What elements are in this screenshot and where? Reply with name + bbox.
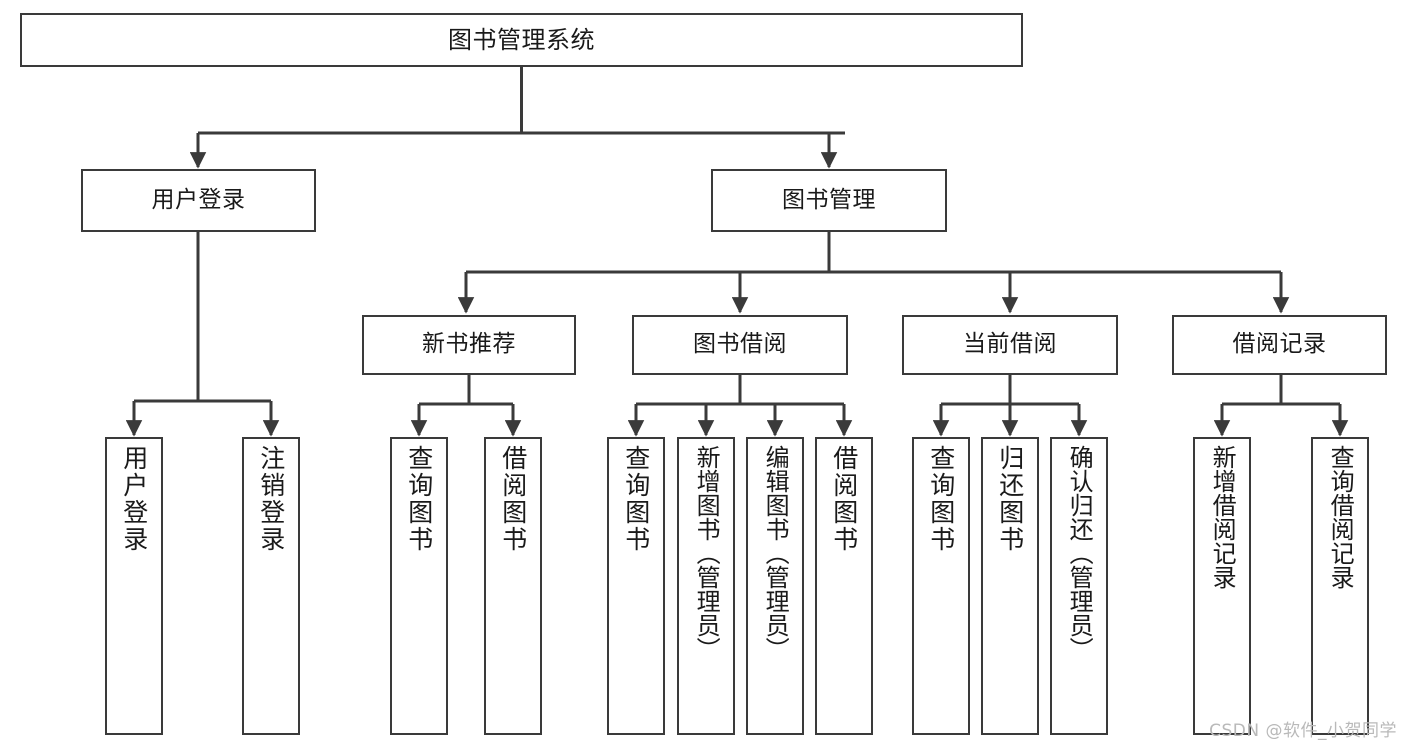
leaf-current-borrow-confirm-return-admin[interactable]: 确认归还（管理员）	[1050, 437, 1108, 735]
node-book-management[interactable]: 图书管理	[711, 169, 947, 232]
node-label: 图书借阅	[693, 331, 787, 358]
leaf-book-borrow-query-book[interactable]: 查询图书	[607, 437, 665, 735]
node-label: 借阅图书	[498, 445, 528, 553]
node-label: 新书推荐	[422, 331, 516, 358]
node-new-book-recommend[interactable]: 新书推荐	[362, 315, 576, 375]
node-label: 查询图书	[404, 445, 434, 553]
leaf-new-book-query-book[interactable]: 查询图书	[390, 437, 448, 735]
node-label: 用户登录	[151, 186, 246, 213]
node-label: 图书管理系统	[448, 25, 595, 54]
node-label: 借阅记录	[1232, 331, 1327, 358]
node-book-borrow[interactable]: 图书借阅	[632, 315, 848, 375]
node-label: 注销登录	[256, 445, 286, 553]
leaf-book-borrow-add-book-admin[interactable]: 新增图书（管理员）	[677, 437, 735, 735]
leaf-new-book-borrow-book[interactable]: 借阅图书	[484, 437, 542, 735]
node-label: 确认归还（管理员）	[1065, 445, 1094, 661]
node-label: 新增图书（管理员）	[692, 445, 721, 661]
leaf-book-borrow-edit-book-admin[interactable]: 编辑图书（管理员）	[746, 437, 804, 735]
leaf-borrow-record-add-record[interactable]: 新增借阅记录	[1193, 437, 1251, 735]
node-label: 查询图书	[621, 445, 651, 553]
node-user-login[interactable]: 用户登录	[81, 169, 316, 232]
node-label: 借阅图书	[829, 445, 859, 553]
leaf-user-login-logout[interactable]: 注销登录	[242, 437, 300, 735]
leaf-borrow-record-query-record[interactable]: 查询借阅记录	[1311, 437, 1369, 735]
node-label: 图书管理	[782, 186, 876, 213]
leaf-current-borrow-query-book[interactable]: 查询图书	[912, 437, 970, 735]
watermark: CSDN @软件_小贺同学	[1209, 721, 1397, 741]
node-root-book-management-system[interactable]: 图书管理系统	[20, 13, 1023, 67]
node-current-borrow[interactable]: 当前借阅	[902, 315, 1118, 375]
node-label: 当前借阅	[963, 331, 1057, 358]
node-label: 归还图书	[995, 445, 1025, 553]
leaf-book-borrow-borrow-book[interactable]: 借阅图书	[815, 437, 873, 735]
node-label: 查询借阅记录	[1326, 445, 1355, 589]
node-label: 查询图书	[926, 445, 956, 553]
node-label: 新增借阅记录	[1208, 445, 1237, 589]
leaf-user-login-login[interactable]: 用户登录	[105, 437, 163, 735]
node-label: 编辑图书（管理员）	[761, 445, 790, 661]
node-label: 用户登录	[119, 445, 149, 553]
leaf-current-borrow-return-book[interactable]: 归还图书	[981, 437, 1039, 735]
node-borrow-record[interactable]: 借阅记录	[1172, 315, 1387, 375]
